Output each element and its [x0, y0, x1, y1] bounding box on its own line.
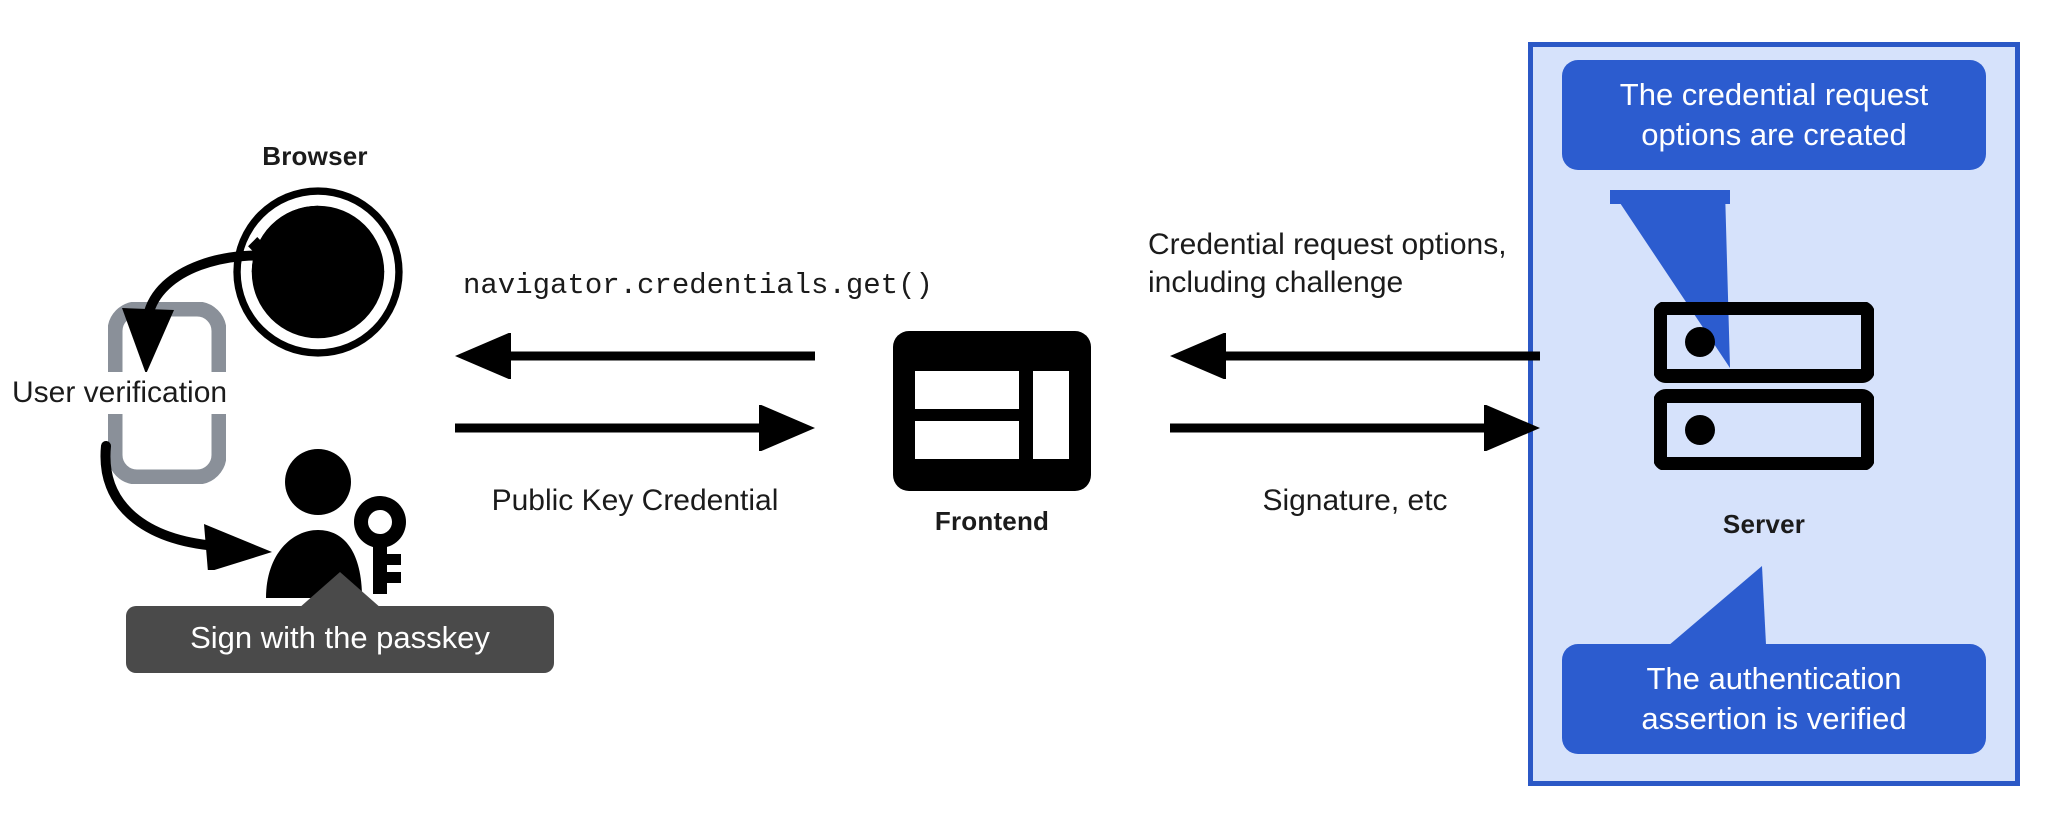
browser-frontend-inbound-arrow	[455, 333, 815, 379]
device-to-user-arrow	[100, 441, 272, 570]
authentication-assertion-callout: The authentication assertion is verified	[1562, 644, 1986, 754]
user-verification-label: User verification	[8, 372, 232, 415]
sign-tooltip-tail	[290, 572, 390, 616]
frontend-label: Frontend	[934, 506, 1050, 536]
server-label: Server	[1722, 509, 1806, 539]
browser-frontend-outbound-arrow	[455, 405, 815, 451]
frontend-server-outbound-arrow	[1170, 405, 1540, 451]
browser-label: Browser	[262, 141, 368, 171]
frontend-server-inbound-arrow	[1170, 333, 1540, 379]
credential-request-options-callout-tail	[1610, 190, 1730, 368]
credential-request-options-flow-label: Credential request options, including ch…	[1148, 228, 1507, 300]
sign-with-passkey-tooltip: Sign with the passkey	[126, 606, 554, 673]
web-layout-icon	[893, 331, 1091, 491]
public-key-credential-label: Public Key Credential	[491, 484, 779, 517]
navigator-credentials-get-label: navigator.credentials.get()	[463, 269, 933, 302]
browser-to-device-arrow	[122, 250, 290, 374]
signature-flow-label: Signature, etc	[1262, 484, 1448, 517]
server-rack-icon	[1654, 302, 1874, 470]
credential-request-options-callout: The credential request options are creat…	[1562, 60, 1986, 170]
